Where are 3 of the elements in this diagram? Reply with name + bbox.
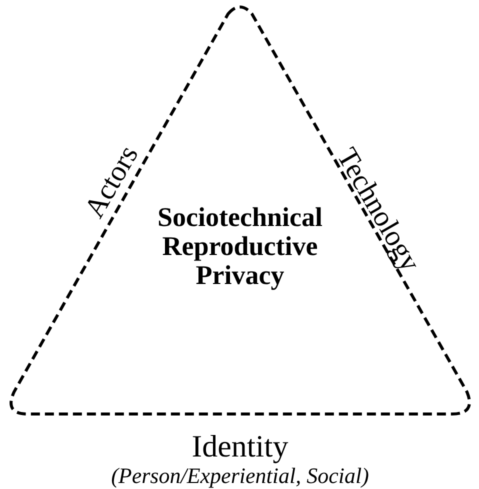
- side-label: Identity: [192, 430, 288, 462]
- subtitle-text: (Person/Experiential, Social): [111, 465, 369, 487]
- center-text: Sociotechnical Reproductive Privacy: [156, 203, 324, 290]
